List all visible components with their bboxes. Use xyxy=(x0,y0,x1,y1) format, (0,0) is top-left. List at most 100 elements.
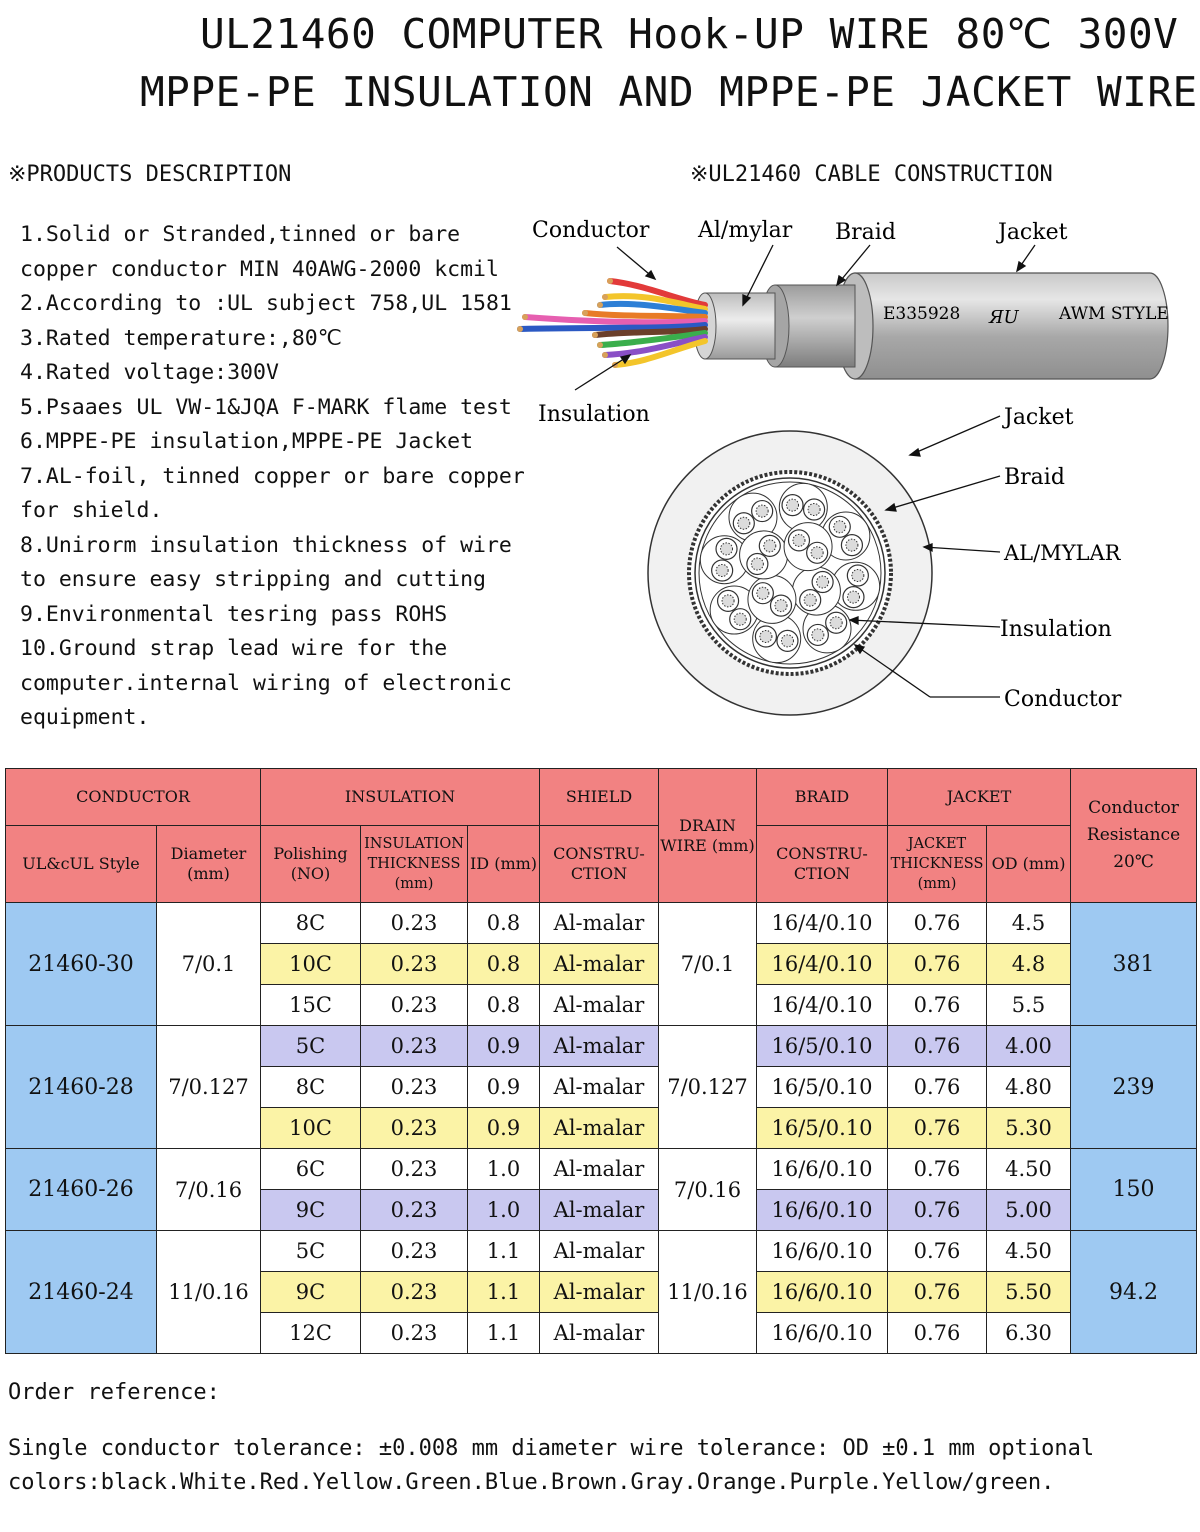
jt-cell: 0.76 xyxy=(887,1025,987,1067)
ins-cell: 0.23 xyxy=(360,943,468,985)
drain-wire-cell: 7/0.127 xyxy=(658,1025,757,1149)
description-line: computer.internal wiring of electronic xyxy=(20,670,512,696)
twisted-pair xyxy=(739,530,789,580)
style-cell: 21460-30 xyxy=(5,902,157,1026)
twisted-pair xyxy=(802,604,852,654)
shield-cell: Al-malar xyxy=(539,1025,659,1067)
ins-cell: 0.23 xyxy=(360,1230,468,1272)
shield-cell: Al-malar xyxy=(539,1066,659,1108)
od-cell: 4.00 xyxy=(985,1025,1072,1067)
braid-cell: 16/4/0.10 xyxy=(756,984,888,1026)
cores-cell: 9C xyxy=(260,1271,361,1313)
od-cell: 4.8 xyxy=(985,943,1072,985)
resistance-cell: 239 xyxy=(1070,1025,1198,1149)
drain-wire-cell: 7/0.1 xyxy=(658,902,757,1026)
description-line: 7.AL-foil, tinned copper or bare copper xyxy=(20,463,525,489)
od-cell: 6.30 xyxy=(985,1312,1072,1354)
cores-cell: 15C xyxy=(260,984,361,1026)
cores-cell: 9C xyxy=(260,1189,361,1231)
braid-cell: 16/6/0.10 xyxy=(756,1189,888,1231)
section-label-al-mylar: AL/MYLAR xyxy=(1003,541,1122,565)
diameter-cell: 7/0.127 xyxy=(156,1025,261,1149)
jt-cell: 0.76 xyxy=(887,902,987,944)
twisted-pair xyxy=(728,492,778,542)
order-reference: Order reference: xyxy=(8,1380,220,1405)
jt-cell: 0.76 xyxy=(887,1148,987,1190)
header-drain-wire: DRAIN WIRE (mm) xyxy=(658,768,757,903)
jt-cell: 0.76 xyxy=(887,1107,987,1149)
header-shield-construction: CONSTRU- CTION xyxy=(539,825,659,903)
description-line: 3.Rated temperature:,80℃ xyxy=(20,325,342,351)
twisted-pair xyxy=(831,561,881,611)
section-label-conductor: Conductor xyxy=(1004,687,1122,712)
od-cell: 4.80 xyxy=(985,1066,1072,1108)
spec-table: CONDUCTOR INSULATION SHIELD DRAIN WIRE (… xyxy=(5,768,1198,1354)
products-description-list: 1.Solid or Stranded,tinned or bare copper… xyxy=(20,218,540,736)
diameter-cell: 7/0.1 xyxy=(156,902,261,1026)
header-insulation: INSULATION xyxy=(260,768,540,826)
diameter-cell: 7/0.16 xyxy=(156,1148,261,1231)
label-al-mylar: Al/mylar xyxy=(697,218,793,243)
print-mark-awm: AWM STYLE xyxy=(1058,304,1169,324)
ul-mark-icon: ЯU xyxy=(988,307,1020,328)
description-line: 6.MPPE-PE insulation,MPPE-PE Jacket xyxy=(20,429,474,454)
cores-cell: 10C xyxy=(260,943,361,985)
braid-cell: 16/5/0.10 xyxy=(756,1066,888,1108)
header-id: ID (mm) xyxy=(467,825,540,903)
shield-cell: Al-malar xyxy=(539,943,659,985)
tolerance-note: Single conductor tolerance: ±0.008 mm di… xyxy=(8,1436,1095,1461)
print-mark-number: E335928 xyxy=(883,304,960,324)
jt-cell: 0.76 xyxy=(887,1271,987,1313)
header-jacket: JACKET xyxy=(886,768,1072,826)
section-label-jacket: Jacket xyxy=(1002,405,1074,430)
ins-cell: 0.23 xyxy=(360,1066,468,1108)
resistance-cell: 150 xyxy=(1070,1148,1198,1231)
braid-cell: 16/5/0.10 xyxy=(756,1107,888,1149)
label-jacket: Jacket xyxy=(996,220,1068,245)
shield-cell: Al-malar xyxy=(539,902,659,944)
ins-cell: 0.23 xyxy=(360,1107,468,1149)
cores-cell: 12C xyxy=(260,1312,361,1354)
od-cell: 4.50 xyxy=(985,1230,1072,1272)
jt-cell: 0.76 xyxy=(887,984,987,1026)
jacket-body xyxy=(854,272,1169,380)
section-label-insulation: Insulation xyxy=(1000,617,1112,642)
cores-cell: 8C xyxy=(260,1066,361,1108)
twisted-pair xyxy=(783,522,833,572)
ins-cell: 0.23 xyxy=(360,1312,468,1354)
header-braid-construction: CONSTRU- CTION xyxy=(756,825,888,903)
title-line-1: UL21460 COMPUTER Hook-UP WIRE 80℃ 300V xyxy=(200,10,1179,58)
description-line: 1.Solid or Stranded,tinned or bare xyxy=(20,222,461,247)
od-cell: 5.30 xyxy=(985,1107,1072,1149)
braid-cell: 16/6/0.10 xyxy=(756,1271,888,1313)
braid-cell: 16/4/0.10 xyxy=(756,943,888,985)
ins-cell: 0.23 xyxy=(360,1148,468,1190)
style-cell: 21460-24 xyxy=(5,1230,157,1354)
cores-cell: 5C xyxy=(260,1230,361,1272)
cable-side-view: Conductor Al/mylar Braid Jacket Insulati… xyxy=(517,218,1169,427)
twisted-pair xyxy=(709,585,759,635)
od-cell: 5.00 xyxy=(985,1189,1072,1231)
twisted-pair xyxy=(821,511,871,561)
header-conductor-resistance: Conductor Resistance 20℃ xyxy=(1070,768,1198,903)
shield-cell: Al-malar xyxy=(539,1189,659,1231)
style-cell: 21460-26 xyxy=(5,1148,157,1231)
section-label-braid: Braid xyxy=(1004,465,1065,490)
conductor-wires xyxy=(517,278,708,368)
id-cell: 0.9 xyxy=(467,1025,540,1067)
shield-cell: Al-malar xyxy=(539,984,659,1026)
title-line-2: MPPE-PE INSULATION AND MPPE-PE JACKET WI… xyxy=(140,68,1198,116)
od-cell: 4.50 xyxy=(985,1148,1072,1190)
description-line: copper conductor MIN 40AWG-2000 kcmil xyxy=(20,256,499,282)
header-braid: BRAID xyxy=(756,768,888,826)
header-od: OD (mm) xyxy=(985,825,1072,903)
id-cell: 1.0 xyxy=(467,1189,540,1231)
od-cell: 5.5 xyxy=(985,984,1072,1026)
